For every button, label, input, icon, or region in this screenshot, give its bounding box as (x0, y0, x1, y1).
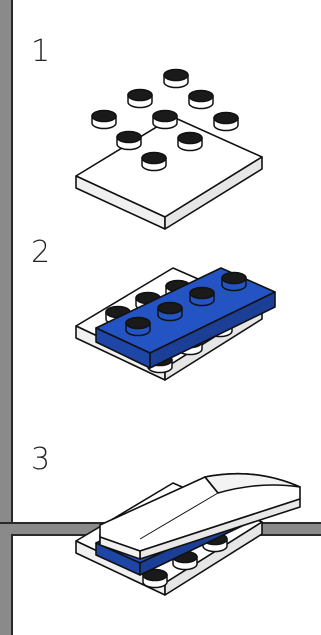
white-plate-3x3 (76, 117, 262, 229)
stud (126, 318, 150, 336)
stud (222, 273, 246, 291)
step-1-illustration (0, 60, 321, 200)
stud (158, 303, 182, 321)
step-3-illustration (0, 465, 321, 615)
stud (190, 288, 214, 306)
stud (92, 111, 116, 129)
stud (117, 132, 141, 150)
stud (153, 111, 177, 129)
stud (128, 90, 152, 108)
stud (164, 70, 188, 88)
step-2-illustration (0, 260, 321, 410)
stud (178, 133, 202, 151)
stud (214, 113, 238, 131)
stud (142, 153, 166, 171)
stud (189, 91, 213, 109)
